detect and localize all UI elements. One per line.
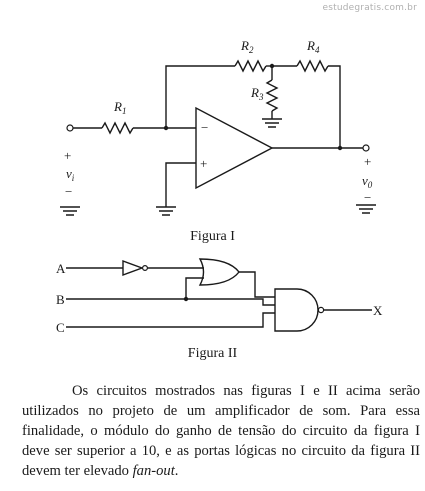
figure-1-caption: Figura I bbox=[190, 229, 235, 244]
label-r4: R4 bbox=[306, 38, 320, 55]
ground-output-icon bbox=[356, 204, 376, 214]
feedback-left-wire bbox=[165, 65, 235, 128]
opamp-triangle bbox=[195, 106, 274, 190]
b-to-or-wire bbox=[185, 277, 204, 299]
output-minus: − bbox=[364, 190, 371, 205]
feedback-right-wire bbox=[328, 65, 341, 148]
label-r2: R2 bbox=[240, 38, 254, 55]
figure-1-opamp-circuit: R1 R2 R3 R4 + vi − + v0 − − + bbox=[60, 38, 376, 216]
not-gate bbox=[122, 259, 145, 277]
label-input-b: B bbox=[56, 292, 65, 307]
output-node bbox=[337, 145, 343, 151]
output-terminal bbox=[362, 144, 370, 152]
question-paragraph: Os circuitos mostrados nas figuras I e I… bbox=[22, 381, 420, 481]
noninverting-wire bbox=[165, 162, 196, 207]
paragraph-end: . bbox=[174, 463, 179, 479]
not-gate-bubble bbox=[142, 265, 149, 272]
input-b-wire bbox=[66, 298, 275, 306]
resistor-r2 bbox=[234, 59, 267, 73]
paragraph-emphasis: fan-out bbox=[132, 463, 175, 479]
figure-2-caption: Figura II bbox=[187, 346, 238, 361]
or-gate bbox=[198, 258, 240, 286]
label-output-x: X bbox=[373, 303, 383, 318]
nand-gate bbox=[274, 288, 319, 332]
ground-input-icon bbox=[60, 206, 80, 216]
ground-opamp-icon bbox=[156, 206, 176, 216]
paragraph-text: Os circuitos mostrados nas figuras I e I… bbox=[22, 383, 420, 479]
label-vo: v0 bbox=[362, 173, 373, 190]
label-r1: R1 bbox=[113, 99, 126, 116]
opamp-plus-sign: + bbox=[200, 156, 207, 171]
input-c-wire bbox=[66, 312, 275, 328]
ground-r3-icon bbox=[262, 118, 282, 128]
output-plus: + bbox=[364, 154, 371, 169]
figure-2-logic-circuit: A B C X bbox=[56, 258, 383, 335]
label-r3: R3 bbox=[250, 85, 264, 102]
label-input-a: A bbox=[56, 261, 66, 276]
input-plus: + bbox=[64, 148, 71, 163]
resistor-r3 bbox=[265, 79, 279, 112]
nand-gate-bubble bbox=[317, 306, 325, 314]
label-vi: vi bbox=[66, 166, 75, 183]
or-to-and-wire bbox=[239, 271, 275, 298]
label-input-c: C bbox=[56, 320, 65, 335]
input-terminal bbox=[66, 124, 74, 132]
resistor-r1 bbox=[101, 121, 134, 135]
input-minus: − bbox=[65, 184, 72, 199]
opamp-minus-sign: − bbox=[201, 120, 208, 135]
resistor-r4 bbox=[296, 59, 329, 73]
watermark: estudegratis.com.br bbox=[322, 3, 417, 13]
